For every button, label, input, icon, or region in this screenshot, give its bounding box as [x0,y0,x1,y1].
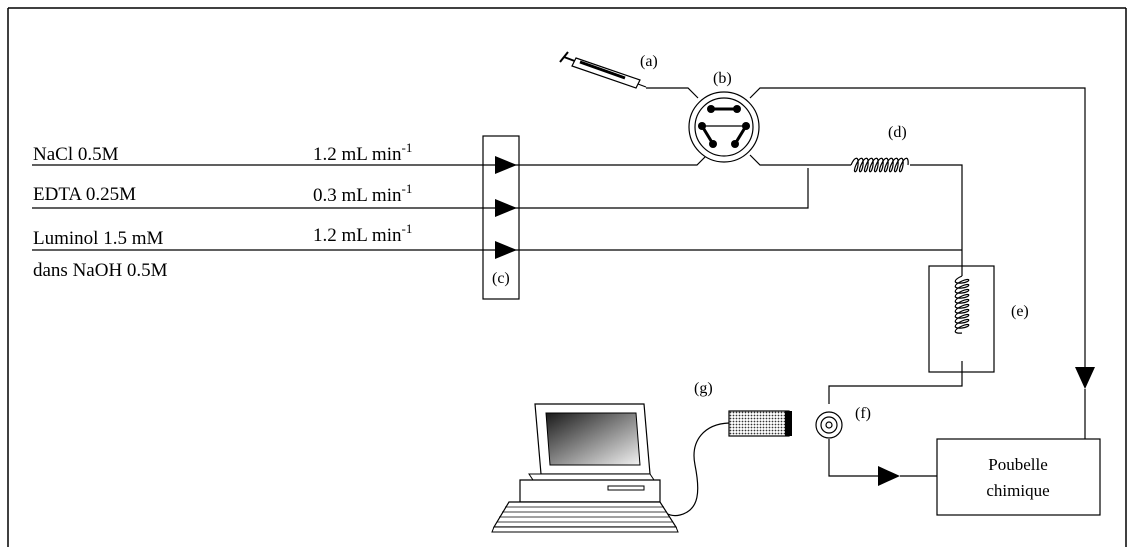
peristaltic-pump [482,135,520,300]
waste-label-2: chimique [986,481,1049,500]
flow-cell-out [828,439,878,477]
coil-d [850,157,909,173]
reactor-box [928,265,995,373]
pump-arrow-1 [495,156,517,174]
coil-d-line [749,154,851,166]
waste-label-1: Poubelle [988,455,1048,474]
flow-rate-edta: 0.3 mL min-1 [313,181,412,206]
photomultiplier-icon [728,410,790,437]
reagent-luminol-label: Luminol 1.5 mM [33,228,163,249]
coil-d-out [910,164,963,276]
label-b: (b) [713,70,732,87]
waste-arrow [1075,367,1095,389]
label-d: (d) [888,124,907,141]
flow-cell-arrow [878,466,900,486]
label-a: (a) [640,53,658,70]
detector-window [785,411,792,436]
flow-rate-nacl: 1.2 mL min-1 [313,140,412,165]
flow-rate-luminol: 1.2 mL min-1 [313,221,412,246]
pump-arrow-3 [495,241,517,259]
syringe-line [646,87,699,99]
computer-icon [491,403,679,533]
injection-valve [688,91,760,163]
reagent-edta-label: EDTA 0.25M [33,184,136,205]
label-c: (c) [492,270,510,287]
label-e: (e) [1011,303,1029,320]
syringe-icon [559,51,647,89]
waste-line [749,87,1086,367]
waste-box [936,438,1101,516]
flow-cell-icon [815,411,843,439]
coil-e [954,275,970,334]
reagent-naoh-label: dans NaOH 0.5M [33,260,168,281]
label-g: (g) [694,380,713,397]
frame [7,7,1127,547]
label-f: (f) [855,405,871,422]
reactor-out [828,361,963,404]
pump-arrow-2 [495,199,517,217]
reagent-nacl-label: NaCl 0.5M [33,144,119,165]
